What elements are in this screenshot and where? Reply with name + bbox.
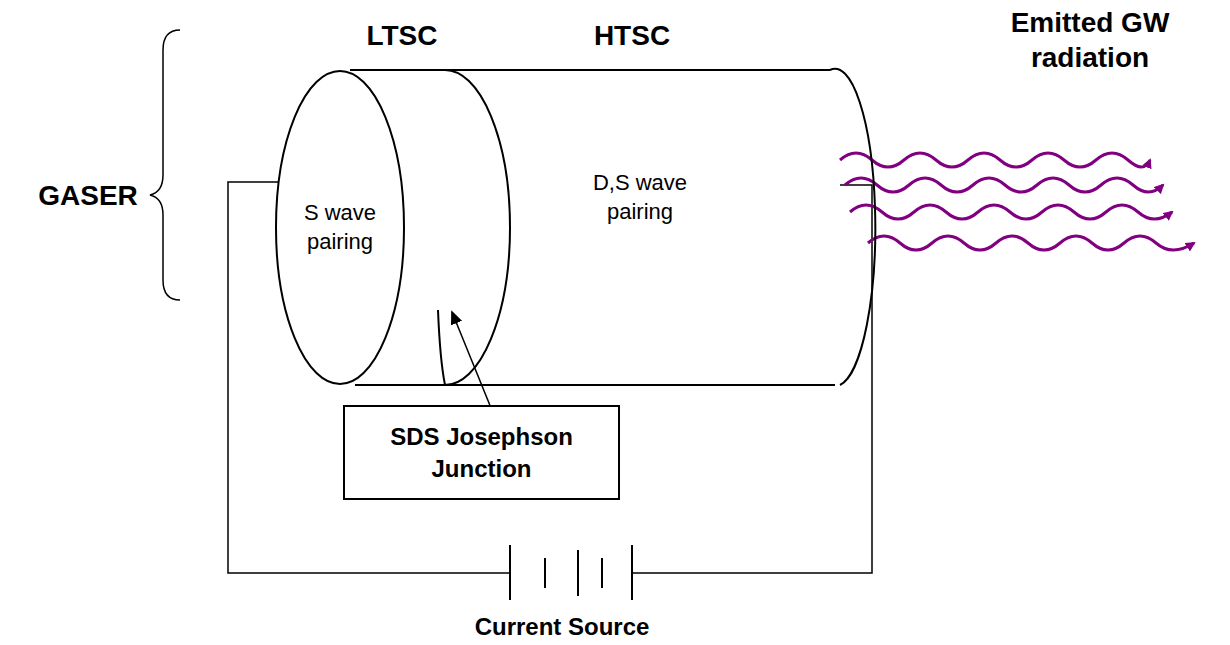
ltsc-face: S wave pairing — [275, 70, 405, 385]
source-label: Current Source — [442, 612, 682, 642]
wire — [228, 182, 510, 573]
gw-wave — [840, 153, 1194, 250]
device-label: GASER — [13, 178, 163, 213]
node-outline — [380, 70, 880, 385]
brace — [150, 30, 180, 300]
node-outline — [343, 405, 620, 500]
cylinder-edge — [350, 69, 830, 71]
radiation-label: Emitted GW radiation — [980, 5, 1200, 75]
node-text: D,S wave pairing — [585, 169, 695, 226]
wire — [632, 185, 872, 573]
battery-symbol — [510, 545, 632, 600]
junction-box: SDS Josephson Junction — [343, 405, 620, 500]
node-outline — [275, 70, 405, 385]
part-label: LTSC — [342, 18, 462, 53]
node-text: SDS Josephson Junction — [362, 421, 602, 483]
htsc-body: D,S wave pairing — [380, 70, 880, 385]
part-label: HTSC — [572, 18, 692, 53]
pointer-arrow — [452, 312, 490, 405]
cylinder-edge — [355, 384, 835, 386]
node-text: S wave pairing — [290, 199, 390, 256]
